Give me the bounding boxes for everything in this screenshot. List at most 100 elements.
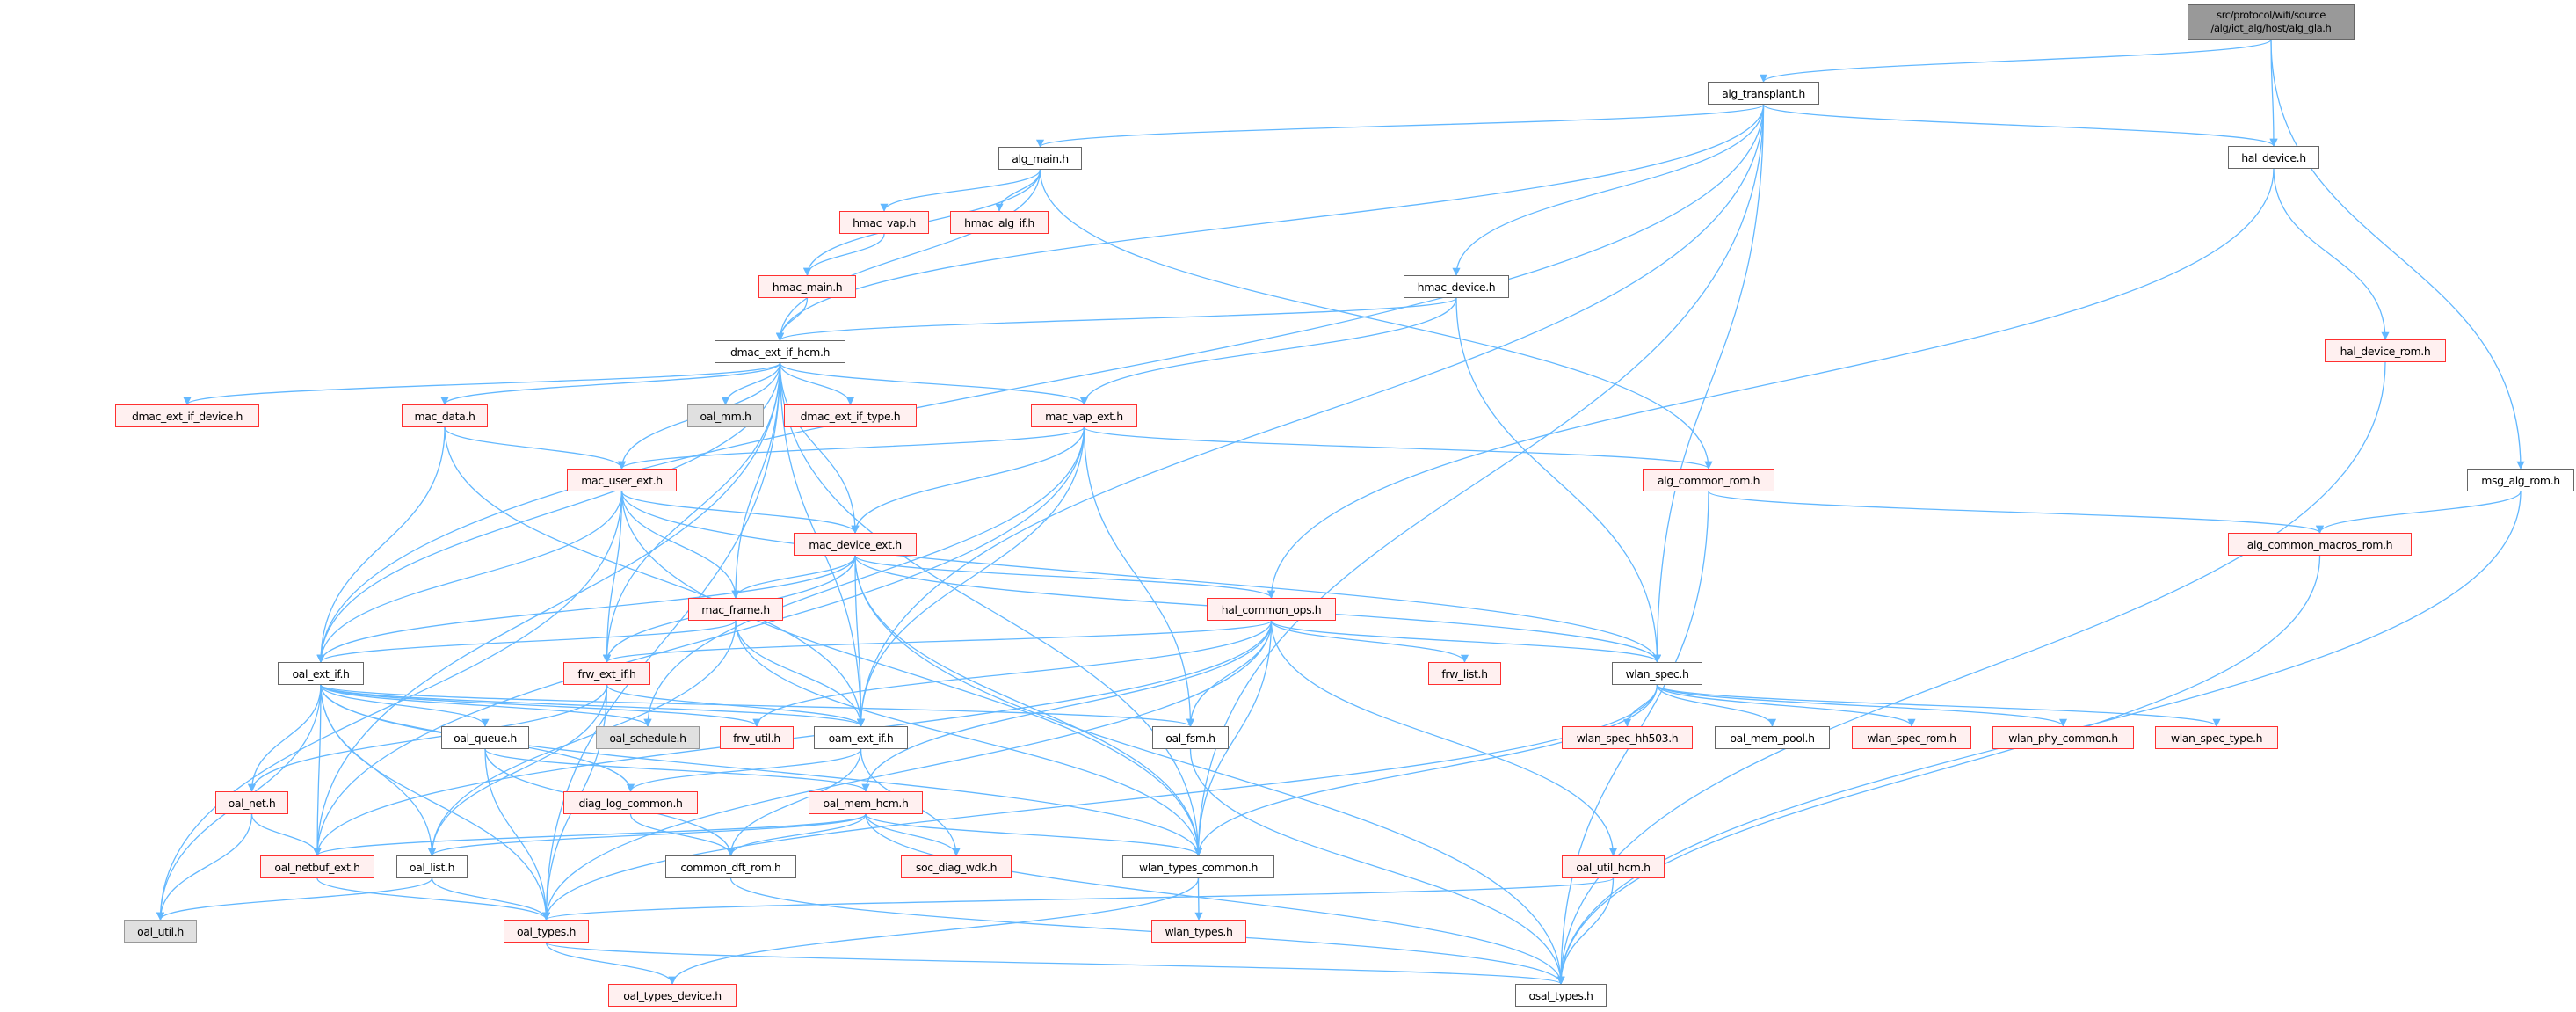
node-dmac-ext-if-type[interactable]: dmac_ext_if_type.h (784, 404, 917, 427)
node-oal-mm[interactable]: oal_mm.h (687, 404, 764, 427)
node-alg-common-macros-rom[interactable]: alg_common_macros_rom.h (2228, 533, 2412, 556)
edge-hal-common-ops-to-oal-netbuf-ext (313, 620, 1273, 856)
edge-hmac-device-to-mac-vap-ext (1080, 297, 1457, 405)
edge-root-to-msg-alg-rom (2270, 39, 2525, 470)
node-hmac-main[interactable]: hmac_main.h (758, 275, 856, 298)
node-hmac-vap[interactable]: hmac_vap.h (839, 211, 929, 234)
node-wlan-spec-rom[interactable]: wlan_spec_rom.h (1852, 726, 1971, 749)
node-label: mac_user_ext.h (581, 473, 663, 487)
node-oal-util[interactable]: oal_util.h (124, 920, 197, 943)
node-oal-types-device[interactable]: oal_types_device.h (608, 984, 737, 1007)
edge-alg-transplant-to-hmac-device (1452, 104, 1765, 276)
node-hmac-device[interactable]: hmac_device.h (1404, 275, 1509, 298)
edge-mac-frame-to-wlan-types-common (735, 620, 1203, 856)
node-label: soc_diag_wdk.h (915, 860, 998, 874)
node-soc-diag-wdk[interactable]: soc_diag_wdk.h (901, 855, 1012, 878)
node-oal-fsm[interactable]: oal_fsm.h (1152, 726, 1229, 749)
edge-dmac-ext-if-hcm-to-dmac-ext-if-device (183, 362, 781, 405)
node-oam-ext-if[interactable]: oam_ext_if.h (814, 726, 908, 749)
node-osal-types[interactable]: osal_types.h (1515, 984, 1607, 1007)
node-label: oal_net.h (228, 796, 276, 810)
node-hal-device[interactable]: hal_device.h (2228, 146, 2319, 169)
edge-alg-main-to-hmac-vap (880, 169, 1041, 212)
node-frw-ext-if[interactable]: frw_ext_if.h (563, 662, 650, 685)
node-wlan-spec-hh503[interactable]: wlan_spec_hh503.h (1562, 726, 1693, 749)
node-msg-alg-rom[interactable]: msg_alg_rom.h (2467, 469, 2574, 491)
node-label: hal_device.h (2241, 150, 2306, 164)
node-hmac-alg-if[interactable]: hmac_alg_if.h (950, 211, 1049, 234)
node-label: frw_ext_if.h (577, 666, 636, 681)
node-mac-user-ext[interactable]: mac_user_ext.h (567, 469, 677, 491)
edge-dmac-ext-if-hcm-to-frw-ext-if (602, 362, 781, 663)
node-oal-mem-pool[interactable]: oal_mem_pool.h (1715, 726, 1830, 749)
node-label: oal_util.h (137, 924, 184, 938)
edge-alg-transplant-to-hal-device (1762, 104, 2278, 147)
edge-mac-user-ext-to-mac-device-ext (620, 491, 860, 534)
node-diag-log-common[interactable]: diag_log_common.h (563, 791, 698, 814)
edge-mac-user-ext-to-wlan-spec (620, 491, 1661, 663)
root-file-node: src/protocol/wifi/source /alg/iot_alg/ho… (2188, 4, 2355, 40)
node-common-dft-rom[interactable]: common_dft_rom.h (665, 855, 796, 878)
node-frw-list[interactable]: frw_list.h (1428, 662, 1501, 685)
edge-oal-mem-hcm-to-common-dft-rom (727, 813, 867, 856)
node-oal-netbuf-ext[interactable]: oal_netbuf_ext.h (260, 855, 374, 878)
node-wlan-spec[interactable]: wlan_spec.h (1612, 662, 1702, 685)
edge-wlan-types-common-to-oal-types-device (668, 877, 1200, 985)
node-wlan-spec-type[interactable]: wlan_spec_type.h (2155, 726, 2278, 749)
edge-hal-common-ops-to-oal-types (541, 620, 1273, 921)
node-mac-device-ext[interactable]: mac_device_ext.h (794, 533, 917, 556)
node-oal-mem-hcm[interactable]: oal_mem_hcm.h (809, 791, 923, 814)
node-alg-transplant[interactable]: alg_transplant.h (1708, 82, 1819, 105)
node-alg-common-rom[interactable]: alg_common_rom.h (1643, 469, 1774, 491)
edge-hmac-vap-to-hmac-main (802, 233, 885, 276)
node-oal-types[interactable]: oal_types.h (504, 920, 589, 943)
node-alg-main[interactable]: alg_main.h (998, 147, 1082, 170)
node-label: oal_types_device.h (623, 988, 722, 1002)
edge-hal-common-ops-to-frw-ext-if (603, 620, 1273, 663)
node-dmac-ext-if-device[interactable]: dmac_ext_if_device.h (115, 404, 259, 427)
node-wlan-types[interactable]: wlan_types.h (1151, 920, 1246, 943)
node-hal-common-ops[interactable]: hal_common_ops.h (1207, 598, 1336, 621)
node-mac-frame[interactable]: mac_frame.h (688, 598, 783, 621)
edge-mac-data-to-oal-ext-if (316, 426, 446, 663)
node-label: hmac_vap.h (853, 215, 916, 229)
node-label: oal_util_hcm.h (1576, 860, 1651, 874)
edge-oal-types-to-osal-types (545, 942, 1565, 985)
edge-mac-user-ext-to-oal-util (156, 491, 623, 921)
edge-alg-transplant-to-alg-main (1036, 104, 1765, 148)
node-oal-ext-if[interactable]: oal_ext_if.h (278, 662, 364, 685)
node-label: alg_main.h (1012, 151, 1069, 165)
node-wlan-phy-common[interactable]: wlan_phy_common.h (1992, 726, 2134, 749)
node-oal-schedule[interactable]: oal_schedule.h (596, 726, 700, 749)
node-mac-vap-ext[interactable]: mac_vap_ext.h (1031, 404, 1137, 427)
edge-dmac-ext-if-hcm-to-wlan-types-common (779, 362, 1203, 856)
node-label: hal_common_ops.h (1221, 602, 1322, 616)
node-label: alg_transplant.h (1722, 86, 1805, 100)
node-oal-net[interactable]: oal_net.h (215, 791, 288, 814)
edge-wlan-spec-to-wlan-types-common (1194, 684, 1658, 856)
node-hal-device-rom[interactable]: hal_device_rom.h (2325, 339, 2446, 362)
node-dmac-ext-if-hcm[interactable]: dmac_ext_if_hcm.h (715, 340, 845, 363)
edge-oal-ext-if-to-oal-fsm (320, 684, 1194, 727)
node-oal-list[interactable]: oal_list.h (396, 855, 468, 878)
edge-mac-vap-ext-to-mac-device-ext (851, 426, 1085, 534)
node-oal-queue[interactable]: oal_queue.h (441, 726, 529, 749)
node-label: dmac_ext_if_type.h (800, 409, 901, 423)
edge-mac-user-ext-to-wlan-types-common (620, 491, 1203, 856)
node-frw-util[interactable]: frw_util.h (720, 726, 794, 749)
node-label: mac_vap_ext.h (1045, 409, 1123, 423)
edge-mac-data-to-mac-user-ext (444, 426, 626, 470)
edge-hal-common-ops-to-oal-util-hcm (1270, 620, 1618, 856)
edge-frw-ext-if-to-oal-net (248, 684, 608, 792)
edge-diag-log-common-to-common-dft-rom (629, 813, 736, 856)
edge-dmac-ext-if-hcm-to-oal-netbuf-ext (313, 362, 781, 856)
edge-mac-user-ext-to-frw-ext-if (602, 491, 623, 663)
edge-oal-ext-if-to-oal-netbuf-ext (313, 684, 322, 856)
node-wlan-types-common[interactable]: wlan_types_common.h (1122, 855, 1274, 878)
edge-oal-ext-if-to-oal-schedule (320, 684, 652, 727)
node-oal-util-hcm[interactable]: oal_util_hcm.h (1562, 855, 1665, 878)
node-mac-data[interactable]: mac_data.h (402, 404, 488, 427)
edge-alg-transplant-to-oal-ext-if (316, 104, 1765, 663)
edge-mac-user-ext-to-mac-frame (620, 491, 740, 599)
